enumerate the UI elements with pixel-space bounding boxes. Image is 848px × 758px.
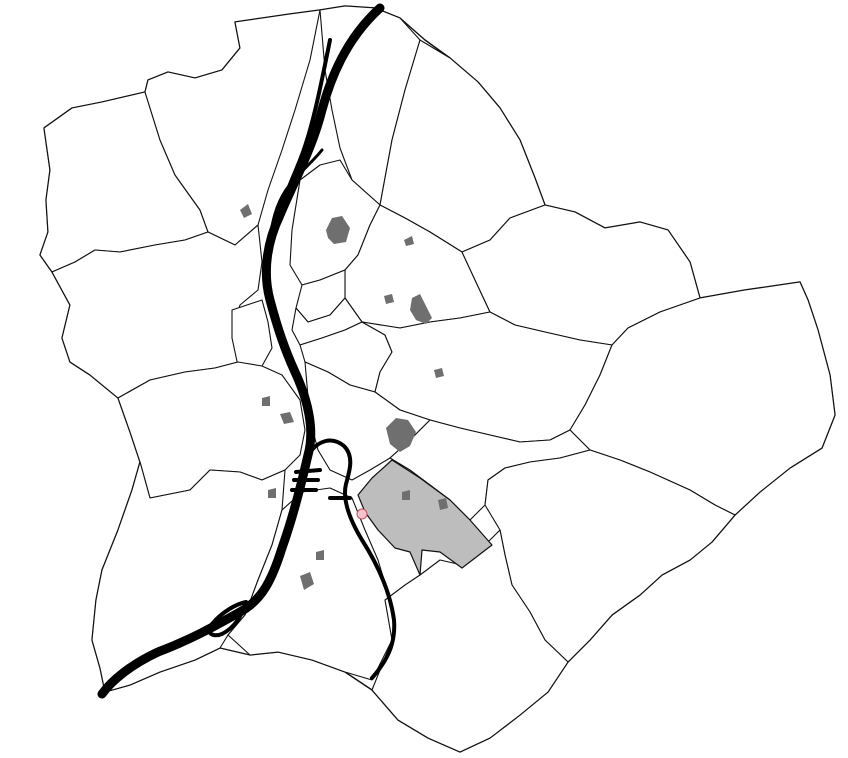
pond-feature <box>384 294 394 304</box>
pond-feature <box>410 294 432 324</box>
danube-side-channel <box>268 148 324 242</box>
location-marker[interactable] <box>356 508 368 520</box>
district-buda-south[interactable] <box>91 461 286 693</box>
district-buda-castle[interactable] <box>231 299 273 367</box>
pond-feature <box>280 412 294 424</box>
district-buda-west[interactable] <box>51 224 263 399</box>
harbour-arm <box>294 468 322 474</box>
pond-feature <box>438 498 448 510</box>
pond-feature <box>316 550 324 560</box>
selected-district[interactable] <box>357 459 493 576</box>
district-hills-north[interactable] <box>144 9 321 246</box>
pond-feature <box>386 418 416 452</box>
soroksar-danube-branch <box>306 438 397 680</box>
pond-feature <box>402 490 410 500</box>
pond-feature <box>434 368 444 378</box>
pond-feature <box>240 204 252 218</box>
danube-island-loop <box>207 600 248 638</box>
pond-feature <box>326 216 350 244</box>
pond-feature <box>300 572 314 590</box>
district-southeast[interactable] <box>371 529 569 753</box>
pond-feature <box>268 488 276 498</box>
pond-feature <box>262 396 270 406</box>
pond-feature <box>404 236 414 246</box>
